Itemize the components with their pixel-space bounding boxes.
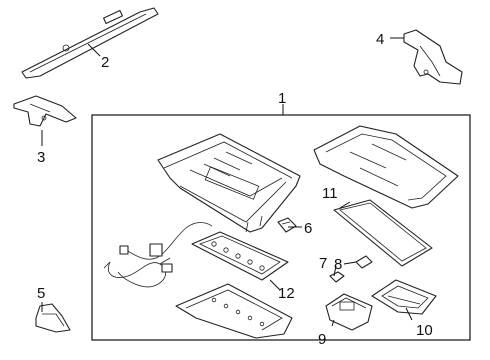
callout-2: 2 <box>101 54 109 71</box>
part-5-bracket <box>35 303 71 333</box>
callout-4: 4 <box>376 31 384 48</box>
part-8-clip <box>355 255 373 269</box>
callouts: 1 2 3 4 5 6 7 8 9 10 11 12 <box>37 31 433 348</box>
callout-1: 1 <box>278 90 286 107</box>
part-2-rail <box>21 7 159 79</box>
part-12-cell-string <box>191 231 289 281</box>
callout-3: 3 <box>37 149 45 166</box>
callout-7: 7 <box>319 255 327 272</box>
callout-6: 6 <box>304 220 312 237</box>
leader-lines <box>41 37 413 327</box>
wire-harness <box>103 222 213 288</box>
top-cover <box>313 125 459 209</box>
part-6-connector <box>277 217 297 233</box>
part-4-bracket <box>403 29 463 85</box>
part-11-gasket <box>333 199 433 267</box>
callout-8: 8 <box>334 256 342 273</box>
callout-10: 10 <box>416 322 433 339</box>
callout-5: 5 <box>37 285 45 302</box>
part-3-bracket <box>13 95 77 127</box>
battery-module <box>157 133 301 233</box>
part-10-bracket <box>371 279 437 315</box>
bottom-tray <box>175 283 293 339</box>
callout-11: 11 <box>322 185 338 202</box>
assembly-frame <box>91 114 471 341</box>
callout-12: 12 <box>278 285 295 302</box>
part-7-clip <box>329 271 345 283</box>
part-9-module <box>325 293 373 331</box>
callout-9: 9 <box>318 331 326 348</box>
